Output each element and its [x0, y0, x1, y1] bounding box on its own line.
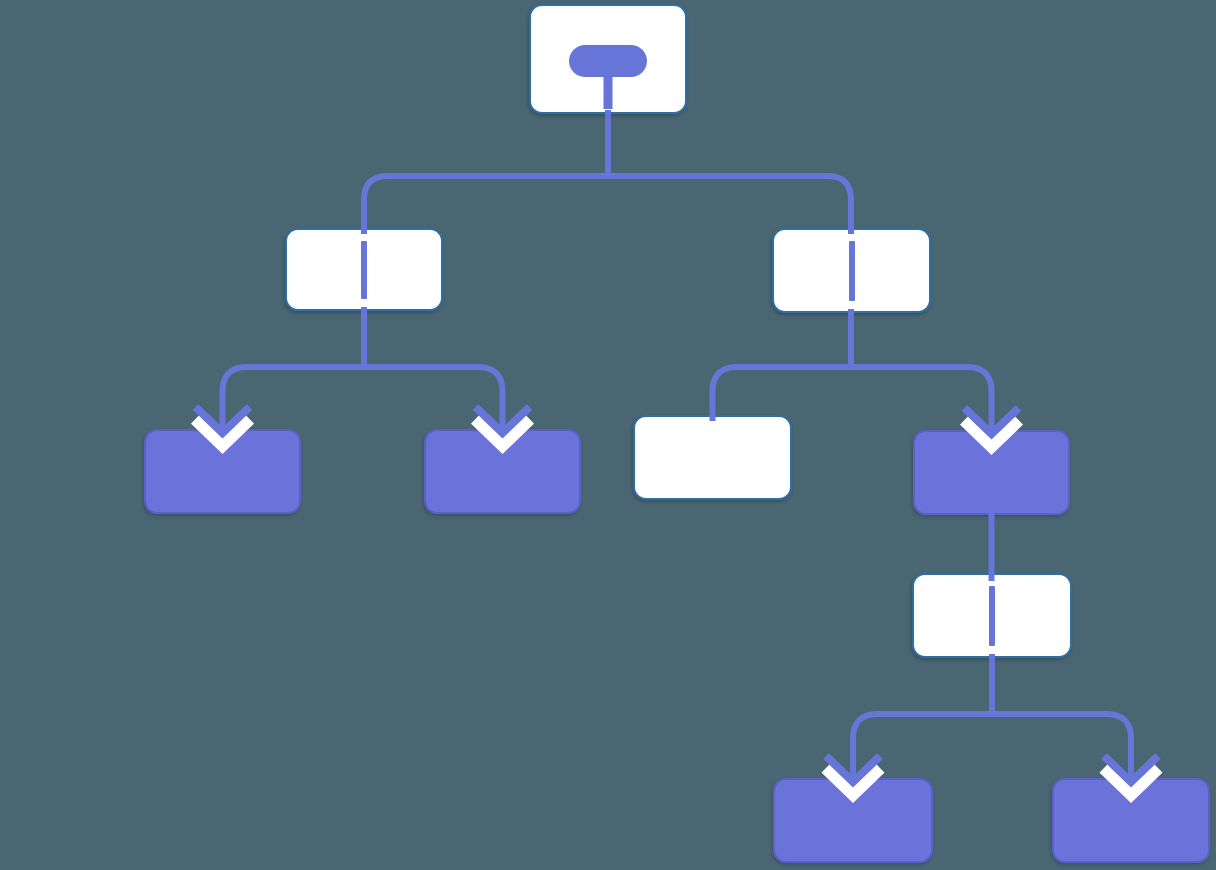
divider-line-icon	[361, 241, 367, 299]
root-pill-stem-icon	[603, 72, 613, 109]
divider-line-icon	[848, 241, 855, 301]
node-leaf-a[interactable]	[144, 429, 301, 514]
node-child-arrow[interactable]	[913, 430, 1070, 515]
node-leaf-c[interactable]	[773, 778, 933, 863]
node-branch-right[interactable]	[772, 228, 931, 313]
node-leaf-b[interactable]	[424, 429, 581, 514]
node-branch-left[interactable]	[285, 228, 443, 311]
node-leaf-d[interactable]	[1052, 778, 1210, 863]
root-pill-icon	[569, 45, 647, 77]
divider-line-icon	[989, 586, 995, 646]
node-child-plain[interactable]	[633, 415, 792, 500]
node-pass-node[interactable]	[912, 573, 1072, 658]
node-root[interactable]	[529, 4, 687, 114]
